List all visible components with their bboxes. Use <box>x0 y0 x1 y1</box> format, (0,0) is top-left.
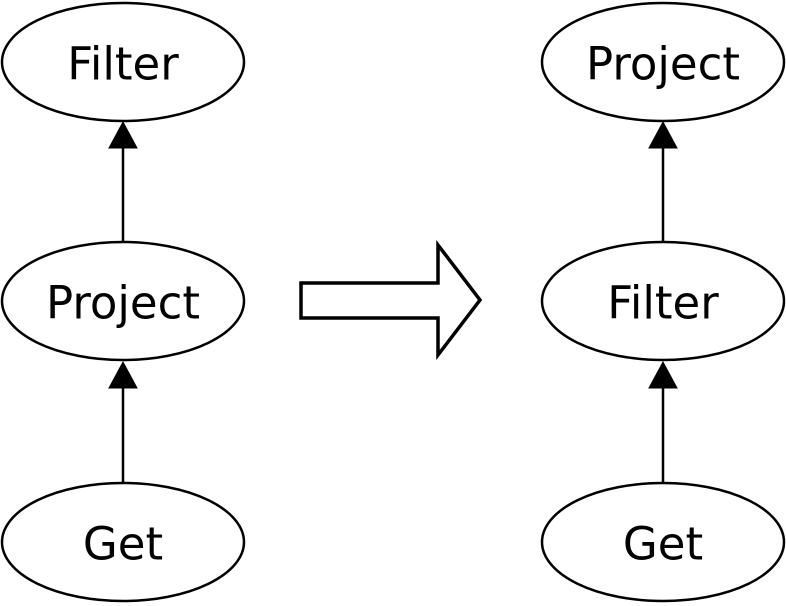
node-label: Project <box>586 38 740 91</box>
edge-get-to-filter <box>648 360 678 484</box>
node-label: Project <box>46 277 200 330</box>
node-get-right: Get <box>540 481 786 603</box>
node-label: Filter <box>67 38 179 91</box>
node-label: Filter <box>607 277 719 330</box>
node-ellipse <box>540 481 786 603</box>
arrowhead-up-icon <box>648 120 678 149</box>
node-filter-right: Filter <box>540 240 786 362</box>
node-label: Get <box>83 518 163 571</box>
arrowhead-up-icon <box>648 360 678 389</box>
node-filter-left: Filter <box>0 1 246 123</box>
right-pipeline: Project Filter Get <box>540 1 786 603</box>
node-ellipse <box>540 1 786 123</box>
node-ellipse <box>0 1 246 123</box>
node-ellipse <box>0 481 246 603</box>
node-label: Get <box>623 518 703 571</box>
left-pipeline: Filter Project Get <box>0 1 246 603</box>
block-right-arrow-icon <box>299 239 483 361</box>
node-ellipse <box>540 240 786 362</box>
edge-get-to-project <box>108 360 138 484</box>
arrowhead-up-icon <box>108 360 138 389</box>
node-project-right: Project <box>540 1 786 123</box>
node-get-left: Get <box>0 481 246 603</box>
edge-project-to-filter <box>108 120 138 243</box>
edge-filter-to-project <box>648 120 678 243</box>
node-ellipse <box>0 240 246 362</box>
arrowhead-up-icon <box>108 120 138 149</box>
node-project-left: Project <box>0 240 246 362</box>
